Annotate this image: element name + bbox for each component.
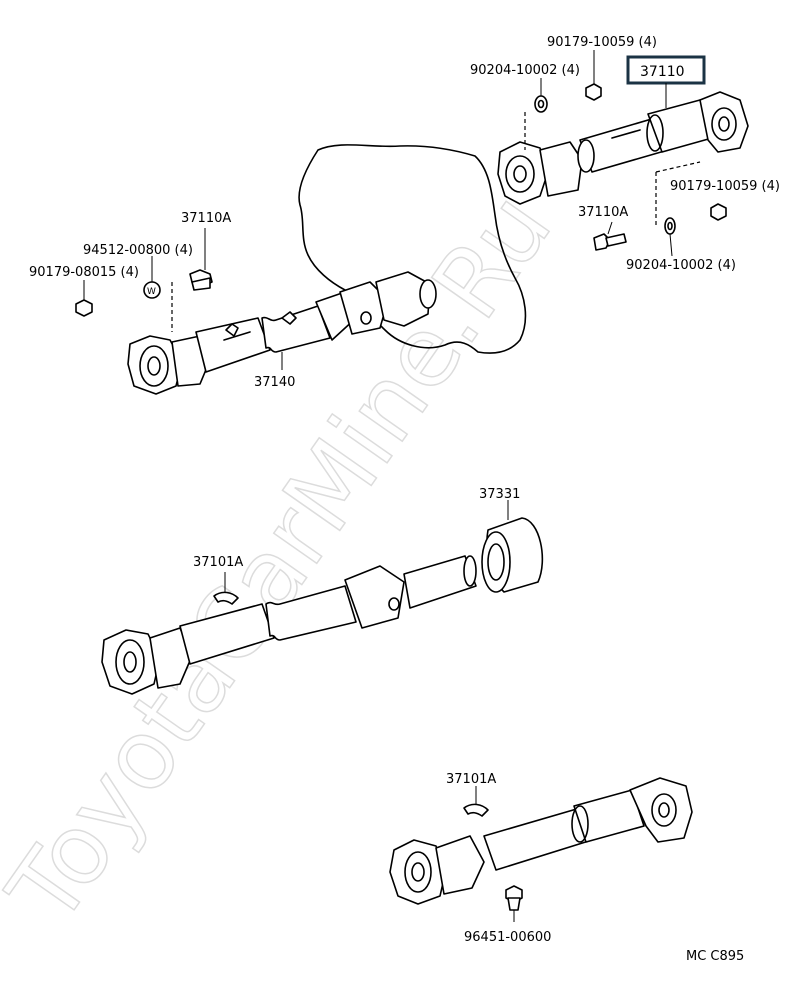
label-37101a-bottom: 37101A: [446, 772, 496, 787]
label-37101a-mid: 37101A: [193, 555, 243, 570]
grease-fitting-icon: [505, 885, 523, 911]
diagram-code: MC C895: [686, 949, 744, 964]
washer-icon: [534, 95, 548, 113]
intermediate-propeller-shaft: [127, 271, 437, 395]
rear-propeller-shaft: [101, 555, 477, 695]
washer-icon: [664, 217, 676, 235]
svg-text:W: W: [147, 287, 156, 297]
balance-weight-icon: [213, 591, 239, 605]
label-37110: 37110: [640, 64, 685, 80]
bolt-icon: [593, 233, 627, 251]
nut-icon: [585, 83, 602, 101]
label-37110a-top: 37110A: [578, 205, 628, 220]
front-propeller-shaft: [497, 91, 749, 205]
nut-icon: [75, 299, 93, 317]
label-90179-10059-right: 90179-10059 (4): [670, 179, 780, 194]
washer-icon: W: [143, 281, 161, 299]
transfer-case-outline: [298, 144, 527, 354]
bolt-icon: [189, 269, 213, 291]
label-37140: 37140: [254, 375, 295, 390]
bottom-propeller-shaft: [389, 777, 693, 905]
label-37331: 37331: [479, 487, 520, 502]
balance-weight-icon: [463, 803, 489, 817]
label-37110a-left: 37110A: [181, 211, 231, 226]
label-96451-00600: 96451-00600: [464, 930, 551, 945]
nut-icon: [710, 203, 727, 221]
label-90204-10002-left: 90204-10002 (4): [470, 63, 580, 78]
label-94512-00800: 94512-00800 (4): [83, 243, 193, 258]
label-90179-10059-top: 90179-10059 (4): [547, 35, 657, 50]
label-90179-08015: 90179-08015 (4): [29, 265, 139, 280]
center-support-bearing: [481, 517, 544, 593]
label-90204-10002-right: 90204-10002 (4): [626, 258, 736, 273]
